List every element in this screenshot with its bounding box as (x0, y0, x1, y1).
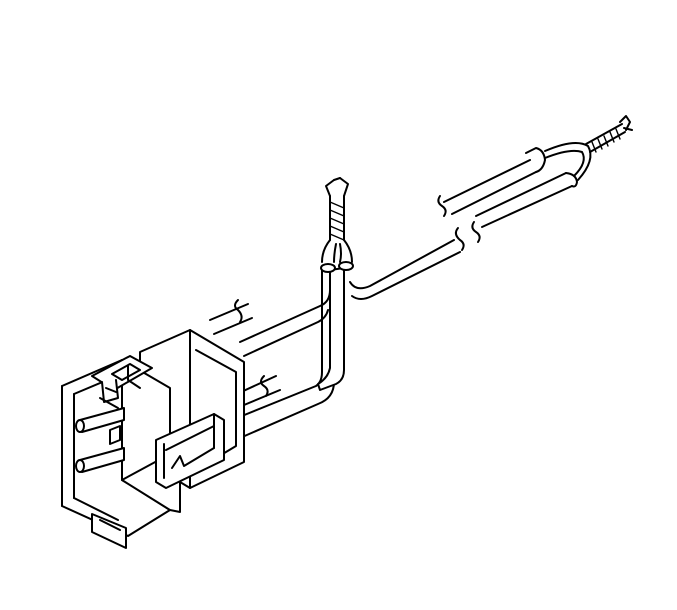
middle-long-wire (349, 239, 461, 300)
upper-right-wire-pair (443, 115, 633, 228)
side-lock-tab (155, 413, 225, 489)
wire-break-marks (234, 195, 481, 397)
twisted-wire-end (321, 177, 353, 263)
connector-latch (91, 355, 153, 403)
terminal-pins (75, 397, 125, 473)
